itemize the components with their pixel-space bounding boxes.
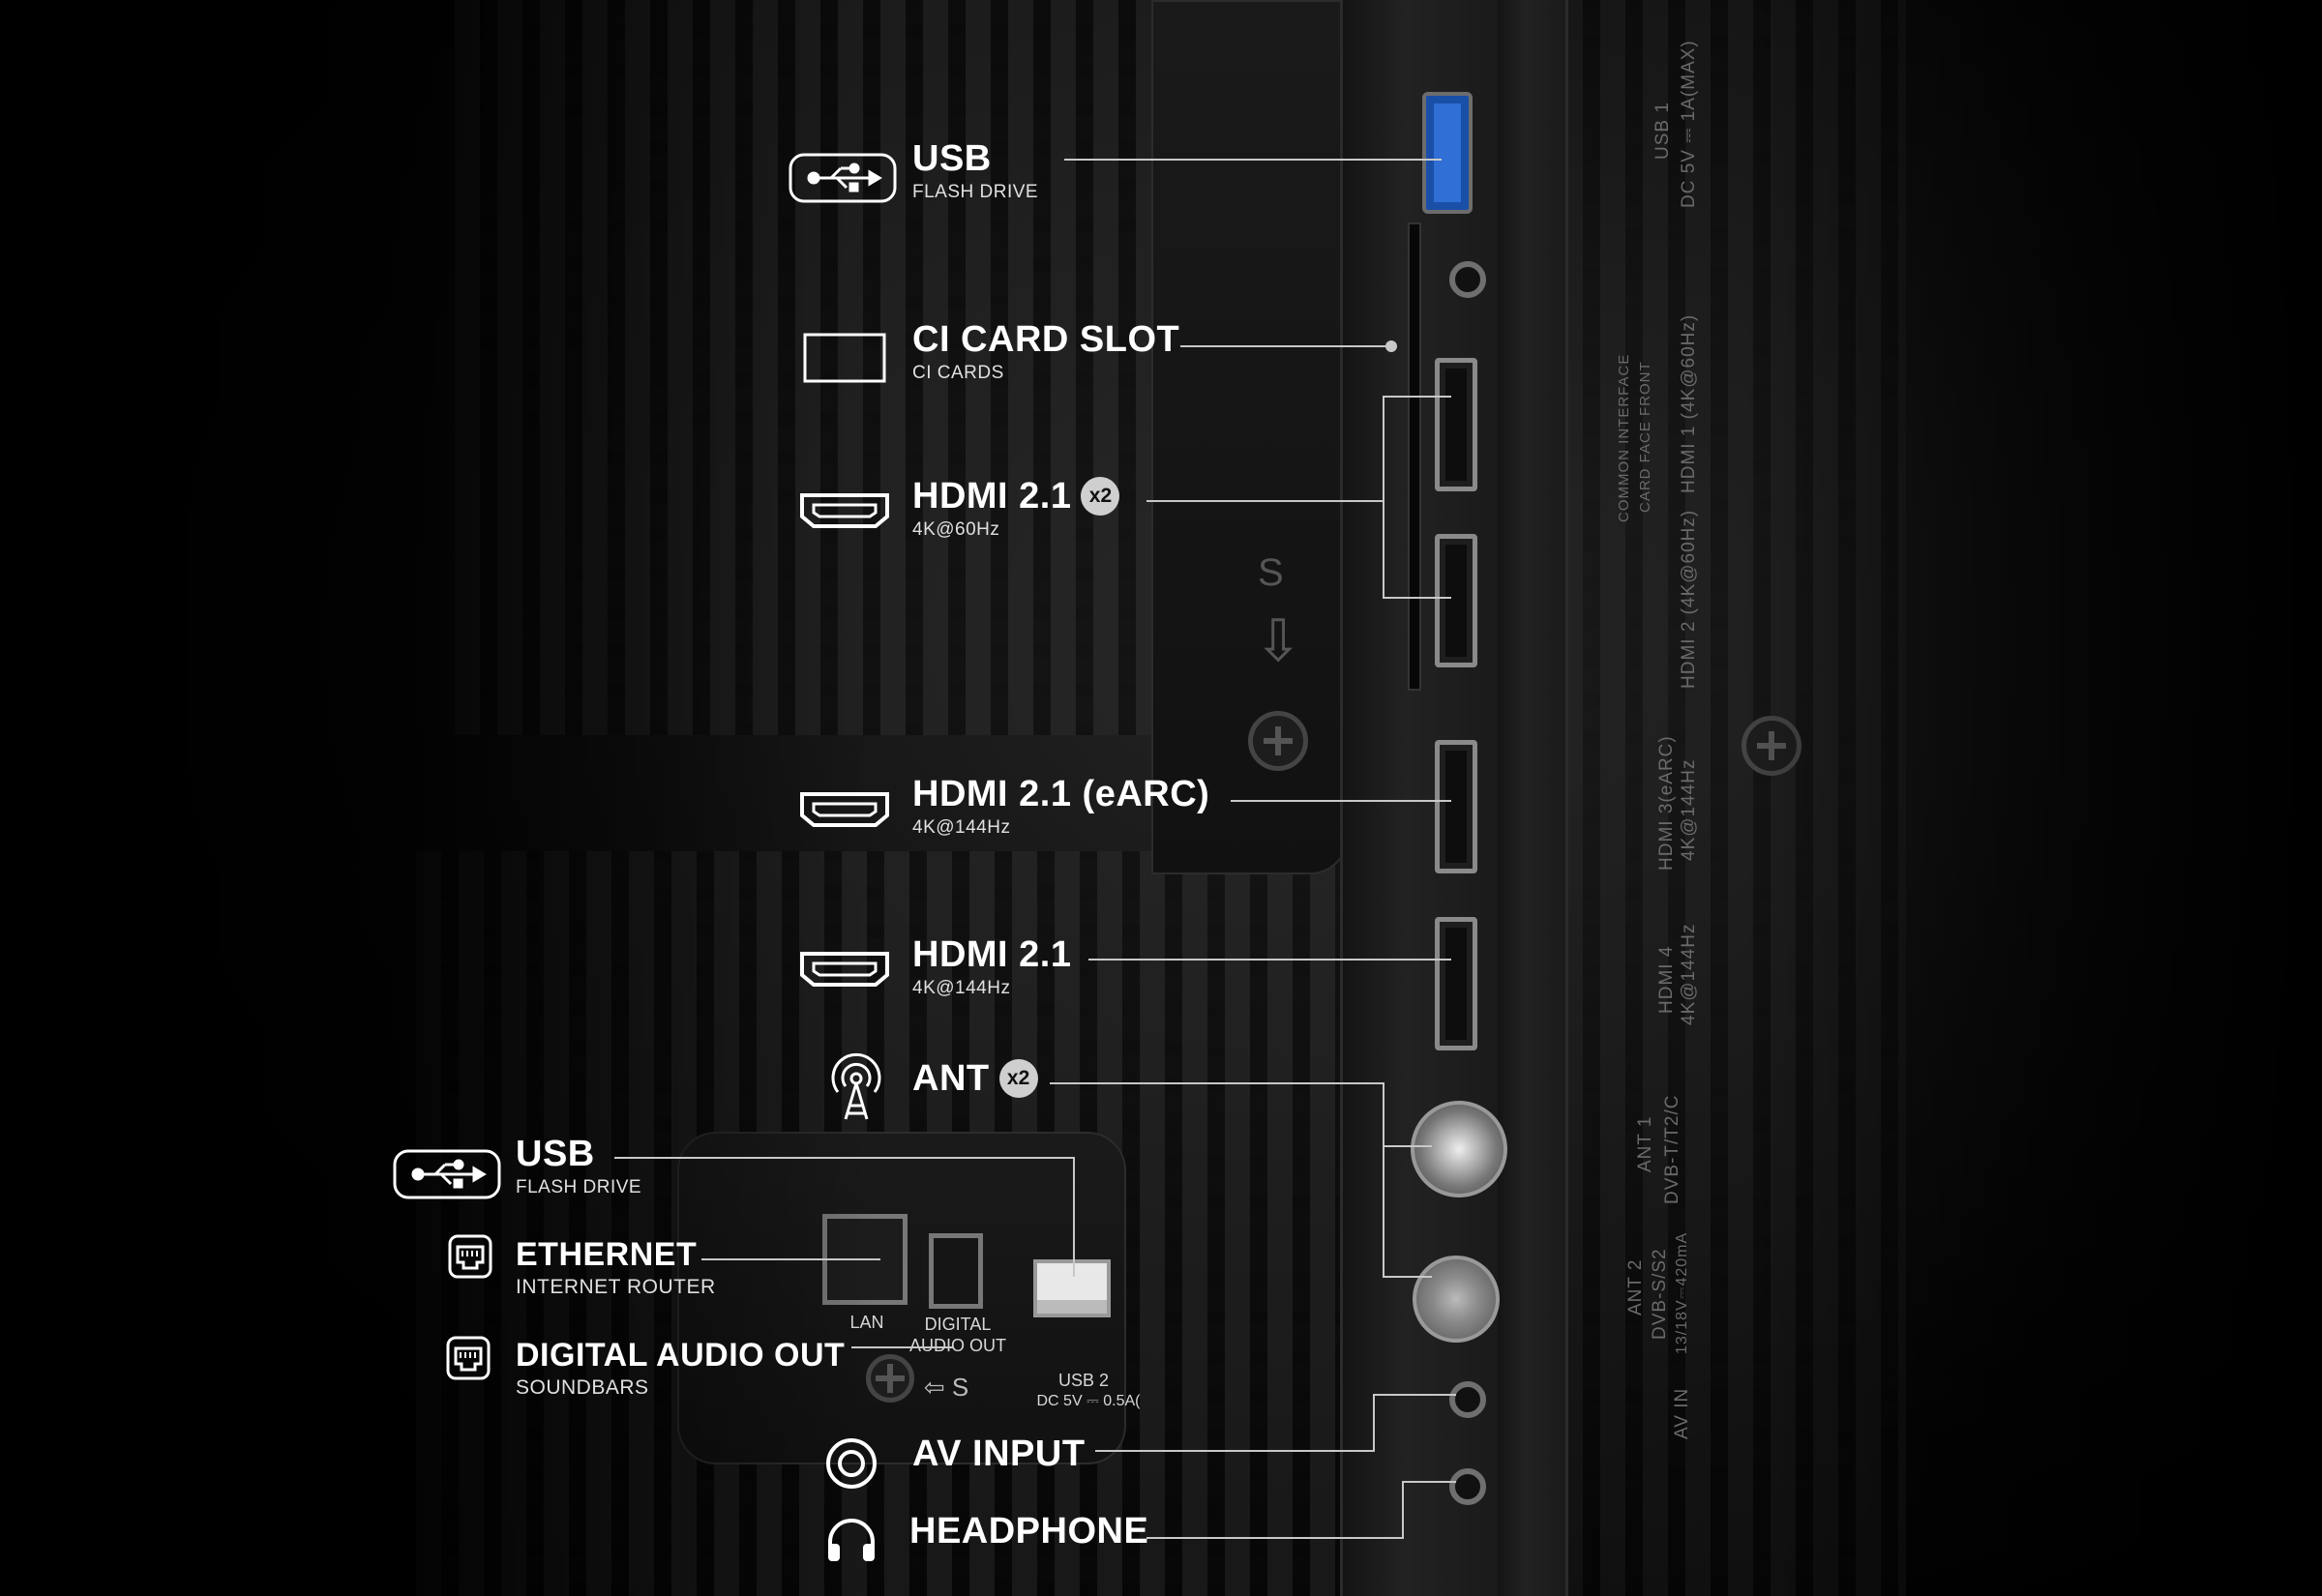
card-face-print: CARD FACE FRONT	[1637, 361, 1653, 513]
digital-audio-title: DIGITAL AUDIO OUT	[516, 1337, 846, 1374]
ant1-print: ANT 1	[1635, 1115, 1655, 1172]
left-arrow-icon: ⇦	[923, 1373, 945, 1402]
usb1-power-print: DC 5V ⎓ 1A(MAX)	[1679, 40, 1699, 208]
usb1-print: USB 1	[1652, 102, 1673, 160]
usb-bottom-subtitle: FLASH DRIVE	[516, 1177, 642, 1197]
usb1-port[interactable]	[1422, 92, 1473, 214]
av-input-icon	[826, 1438, 877, 1489]
optical-audio-icon	[446, 1336, 491, 1380]
digital-audio-subtitle: SOUNDBARS	[516, 1376, 649, 1399]
hdmi2-print: HDMI 2 (4K@60Hz)	[1679, 509, 1699, 689]
ci-title: CI CARD SLOT	[912, 319, 1180, 360]
hdmi-earc-subtitle: 4K@144Hz	[912, 817, 1011, 838]
usb-icon	[789, 153, 897, 203]
small-jack-top[interactable]	[1449, 261, 1486, 298]
hdmi-single-icon	[800, 952, 889, 987]
usb-subtitle: FLASH DRIVE	[912, 182, 1039, 202]
label-hdmi-single: HDMI 2.1 4K@144Hz	[912, 934, 1071, 999]
usb-bottom-title: USB	[516, 1134, 595, 1174]
usb-icon-bottom	[393, 1149, 501, 1199]
screw-lower	[866, 1354, 914, 1403]
down-arrow-icon: ⇩	[1254, 608, 1303, 673]
hdmi-x2-subtitle: 4K@60Hz	[912, 519, 1000, 540]
ethernet-subtitle: INTERNET ROUTER	[516, 1276, 716, 1298]
hdmi-x2-title: HDMI 2.1	[912, 476, 1072, 517]
av-in-port[interactable]	[1449, 1381, 1486, 1418]
hdmi2-port[interactable]	[1435, 534, 1477, 667]
ant-title: ANT	[912, 1058, 990, 1099]
label-hdmi-earc: HDMI 2.1 (eARC) 4K@144Hz	[912, 774, 1209, 839]
av-in-print: AV IN	[1672, 1387, 1692, 1439]
hdmi-single-subtitle: 4K@144Hz	[912, 978, 1011, 998]
vignette-right	[1742, 0, 2322, 1596]
ethernet-icon	[448, 1234, 492, 1279]
label-headphone: HEADPHONE	[909, 1511, 1148, 1552]
hdmi4-rate-print: 4K@144Hz	[1679, 923, 1699, 1025]
ant2-std-print: DVB-S/S2	[1650, 1248, 1670, 1340]
hdmi1-port[interactable]	[1435, 358, 1477, 491]
headphone-icon	[828, 1519, 875, 1561]
usb-title: USB	[912, 138, 992, 179]
s-marker-lower: ⇦ S	[917, 1374, 975, 1402]
hdmi-x2-badge: x2	[1081, 477, 1120, 516]
hdmi-single-title: HDMI 2.1	[912, 934, 1072, 975]
ci-card-icon	[803, 333, 886, 383]
label-usb-top: USB FLASH DRIVE	[912, 138, 1038, 203]
s-marker-lower-text: S	[951, 1373, 969, 1402]
headphone-port[interactable]	[1449, 1468, 1486, 1505]
label-digital-audio: DIGITAL AUDIO OUT SOUNDBARS	[516, 1337, 845, 1400]
usb2-print: USB 2	[1057, 1371, 1110, 1390]
av-input-title: AV INPUT	[912, 1433, 1086, 1474]
ci-card-slot[interactable]	[1408, 222, 1421, 691]
label-ethernet: ETHERNET INTERNET ROUTER	[516, 1236, 716, 1299]
screw-left	[1248, 711, 1308, 771]
hdmi4-print: HDMI 4	[1656, 945, 1677, 1014]
digital-print-1: DIGITAL	[924, 1315, 992, 1334]
hdmi3-print: HDMI 3(eARC)	[1656, 735, 1677, 871]
label-ci-slot: CI CARD SLOT CI CARDS	[912, 319, 1179, 384]
hdmi-earc-icon	[800, 792, 889, 827]
label-usb-bottom: USB FLASH DRIVE	[516, 1134, 641, 1198]
common-interface-print: COMMON INTERFACE	[1616, 353, 1632, 522]
ethernet-title: ETHERNET	[516, 1236, 698, 1273]
ant1-port[interactable]	[1411, 1101, 1507, 1197]
hdmi-earc-title: HDMI 2.1 (eARC)	[912, 774, 1210, 814]
antenna-icon	[831, 1052, 881, 1120]
hdmi3-port[interactable]	[1435, 740, 1477, 873]
usb2-power-print: DC 5V ⎓ 0.5A(	[1036, 1393, 1141, 1409]
s-marker-top: S	[1258, 551, 1284, 594]
digital-print-2: AUDIO OUT	[908, 1336, 1006, 1355]
hdmi1-print: HDMI 1 (4K@60Hz)	[1679, 313, 1699, 493]
hdmi-icon	[800, 493, 889, 528]
label-av-input: AV INPUT	[912, 1433, 1086, 1475]
optical-port[interactable]	[929, 1233, 983, 1309]
ci-subtitle: CI CARDS	[912, 363, 1004, 383]
usb2-port[interactable]	[1033, 1259, 1111, 1317]
ant1-std-print: DVB-T/T2/C	[1662, 1094, 1682, 1204]
hdmi4-port[interactable]	[1435, 917, 1477, 1050]
hdmi3-rate-print: 4K@144Hz	[1679, 758, 1699, 861]
headphone-title: HEADPHONE	[909, 1511, 1149, 1552]
ant-badge: x2	[998, 1059, 1038, 1098]
label-strip	[1498, 0, 1568, 1596]
ant2-power-print: 13/18V⎓420mA	[1674, 1231, 1690, 1354]
ant2-port[interactable]	[1413, 1256, 1500, 1343]
ant2-print: ANT 2	[1625, 1258, 1646, 1315]
vignette-left	[0, 0, 871, 1596]
